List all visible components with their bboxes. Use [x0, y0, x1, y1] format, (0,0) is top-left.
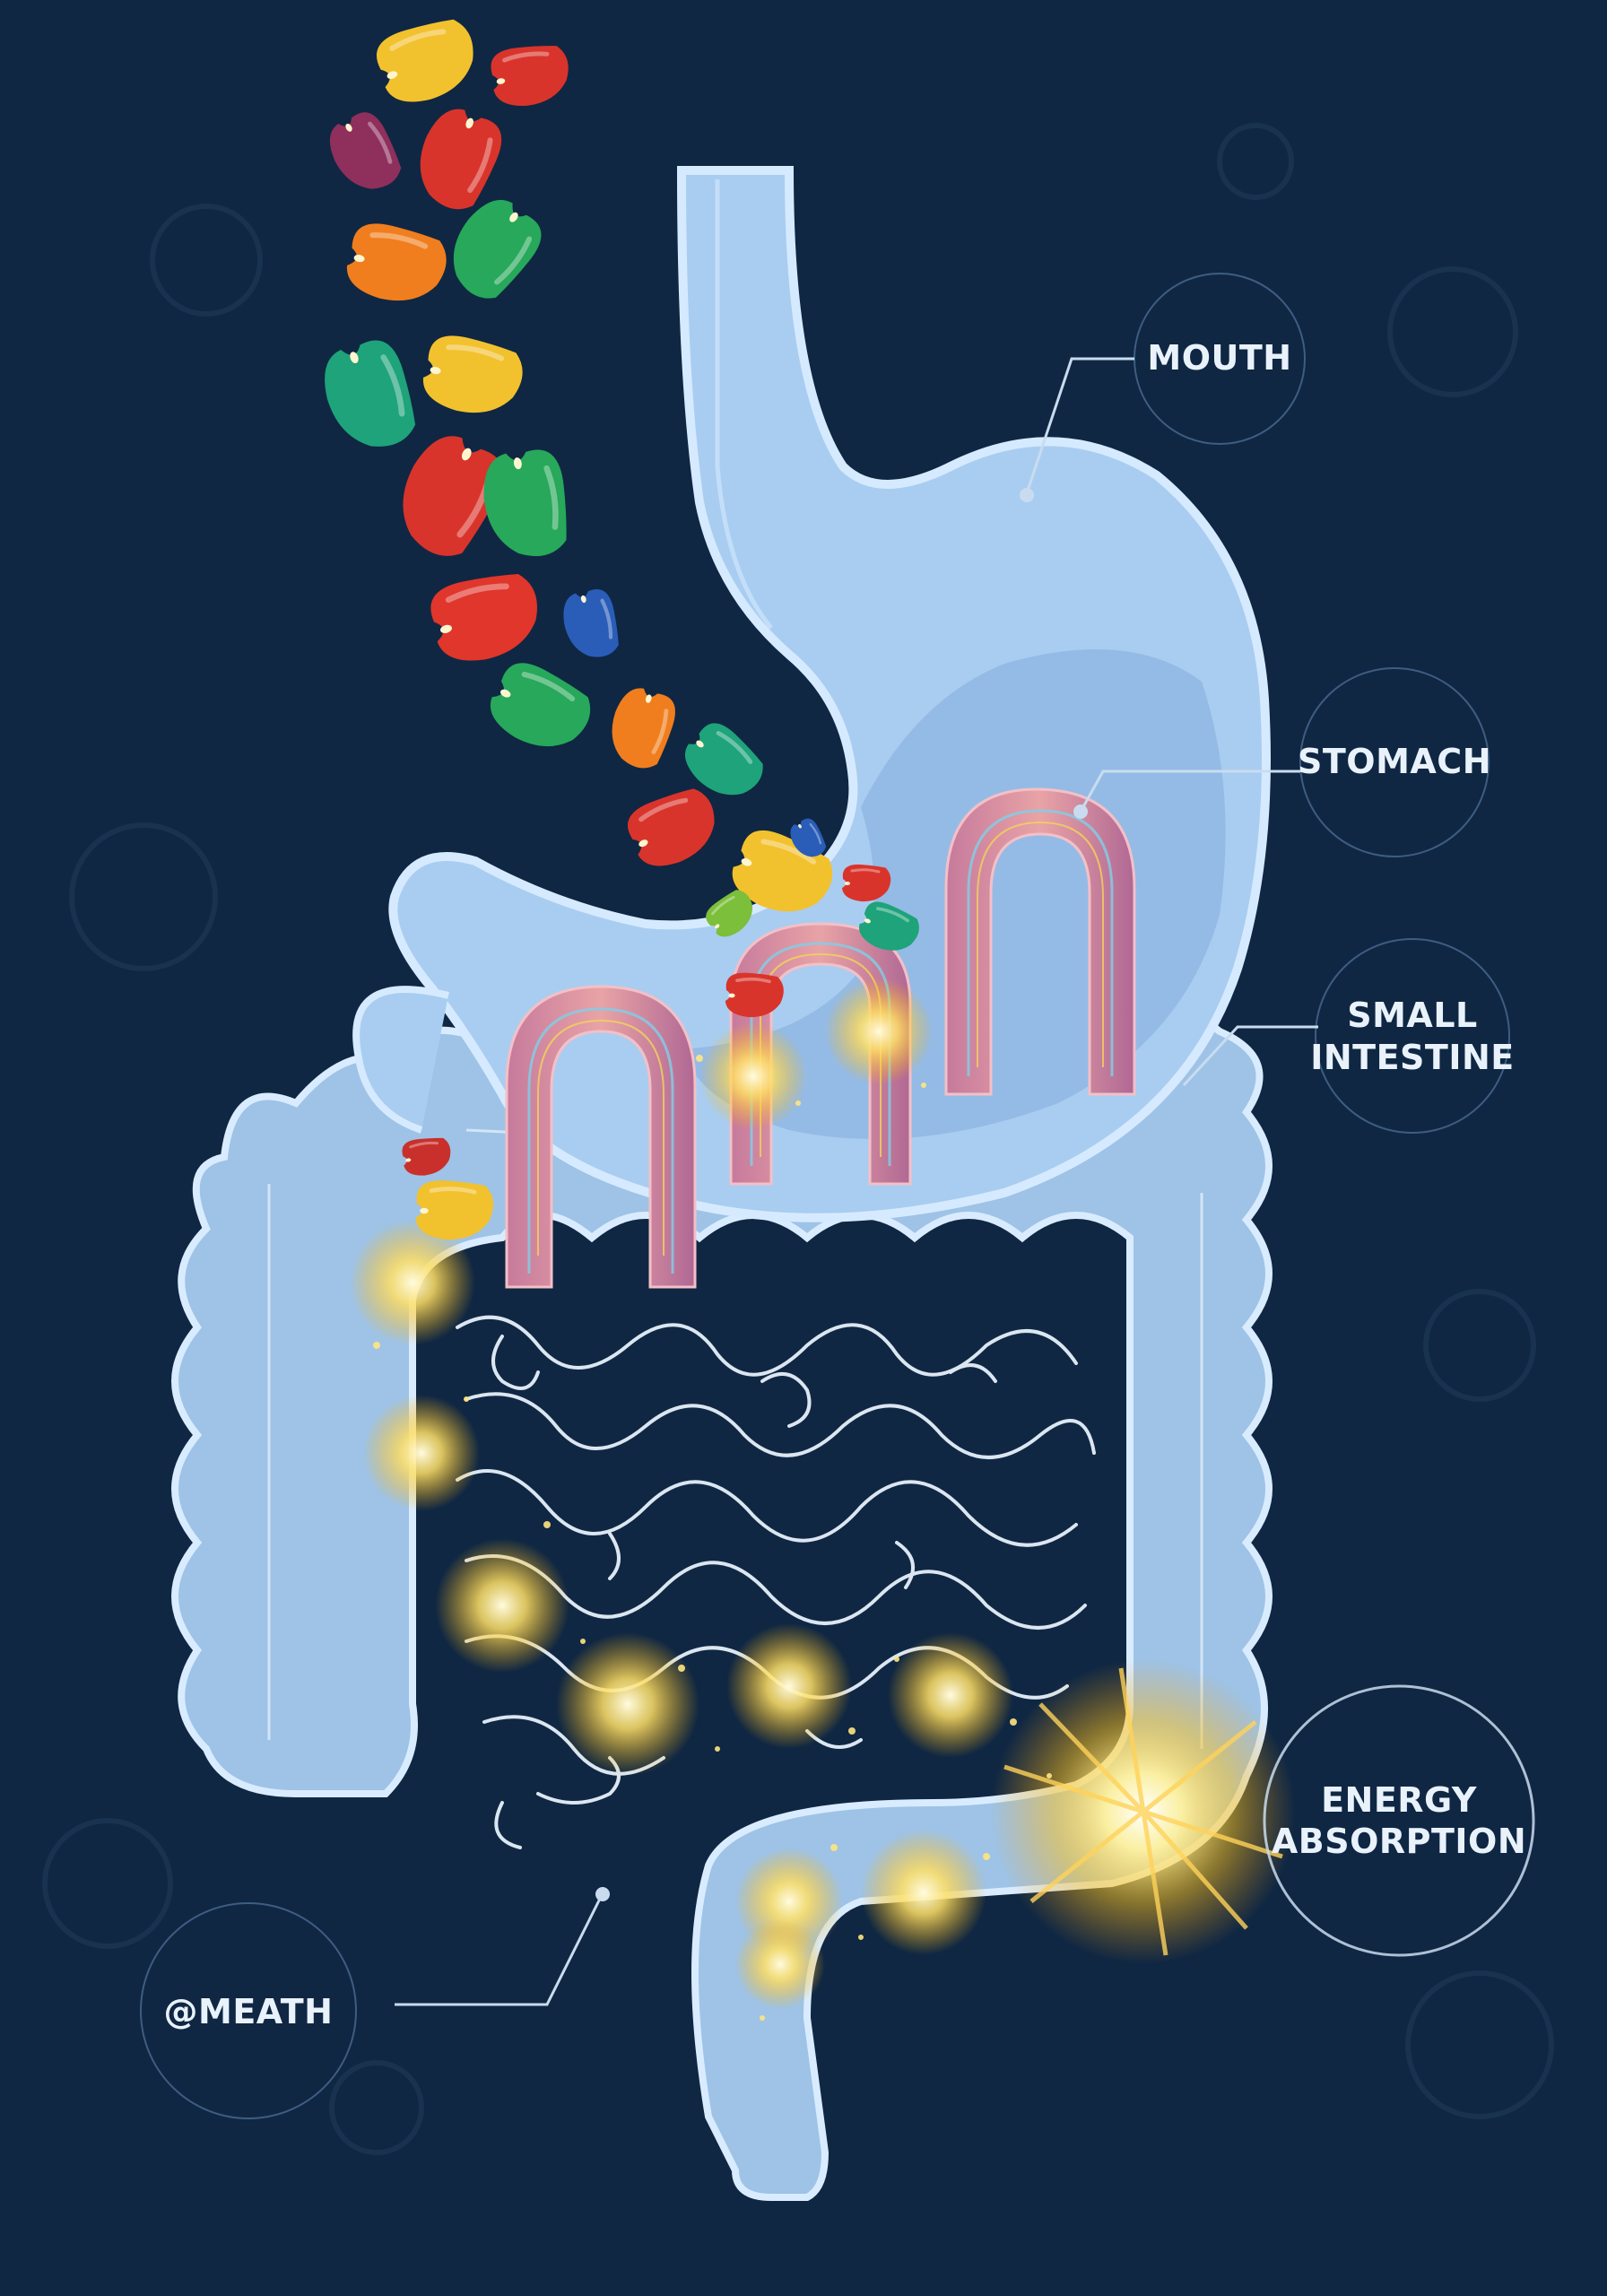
label-small-intestine: SMALL INTESTINE — [1182, 938, 1515, 1134]
mouth-label: MOUTH — [1147, 338, 1291, 378]
energy-burst — [991, 1659, 1296, 1964]
bean — [329, 112, 402, 189]
bean — [420, 109, 502, 210]
bean — [423, 335, 523, 413]
energy-label-line1: ENERGY — [1321, 1780, 1477, 1820]
villus — [505, 985, 697, 1289]
label-stomach: STOMACH — [1073, 667, 1491, 857]
bean — [563, 589, 619, 657]
energy-glow — [350, 978, 1296, 2021]
bean — [725, 972, 784, 1018]
small-intestine — [456, 1315, 1096, 1849]
small-intestine-label-line2: INTESTINE — [1310, 1038, 1515, 1077]
bean — [842, 864, 891, 902]
villus — [944, 787, 1136, 1096]
food-beans — [325, 19, 919, 1240]
bean — [790, 818, 827, 857]
bean — [491, 46, 569, 106]
stomach-label: STOMACH — [1298, 742, 1491, 781]
bean — [402, 1137, 451, 1176]
bean — [628, 788, 715, 866]
label-mouth: MOUTH — [1020, 273, 1306, 502]
bean — [415, 1180, 494, 1240]
credit-label: @MEATH — [164, 1992, 334, 2031]
bean — [706, 890, 752, 937]
bean — [612, 688, 675, 769]
bean — [453, 199, 542, 299]
bean — [490, 663, 591, 747]
small-intestine-label-line1: SMALL — [1347, 996, 1478, 1035]
bean — [859, 901, 919, 951]
bean — [430, 574, 537, 661]
bean — [325, 340, 416, 447]
energy-label-line2: ABSORPTION — [1272, 1822, 1526, 1861]
bean — [483, 449, 567, 557]
label-credit: @MEATH — [140, 1887, 610, 2119]
background-decor — [42, 123, 1554, 2155]
label-energy-absorption: ENERGY ABSORPTION — [1263, 1684, 1535, 1957]
bean — [684, 723, 763, 796]
bean — [377, 19, 473, 102]
bean — [347, 223, 447, 301]
